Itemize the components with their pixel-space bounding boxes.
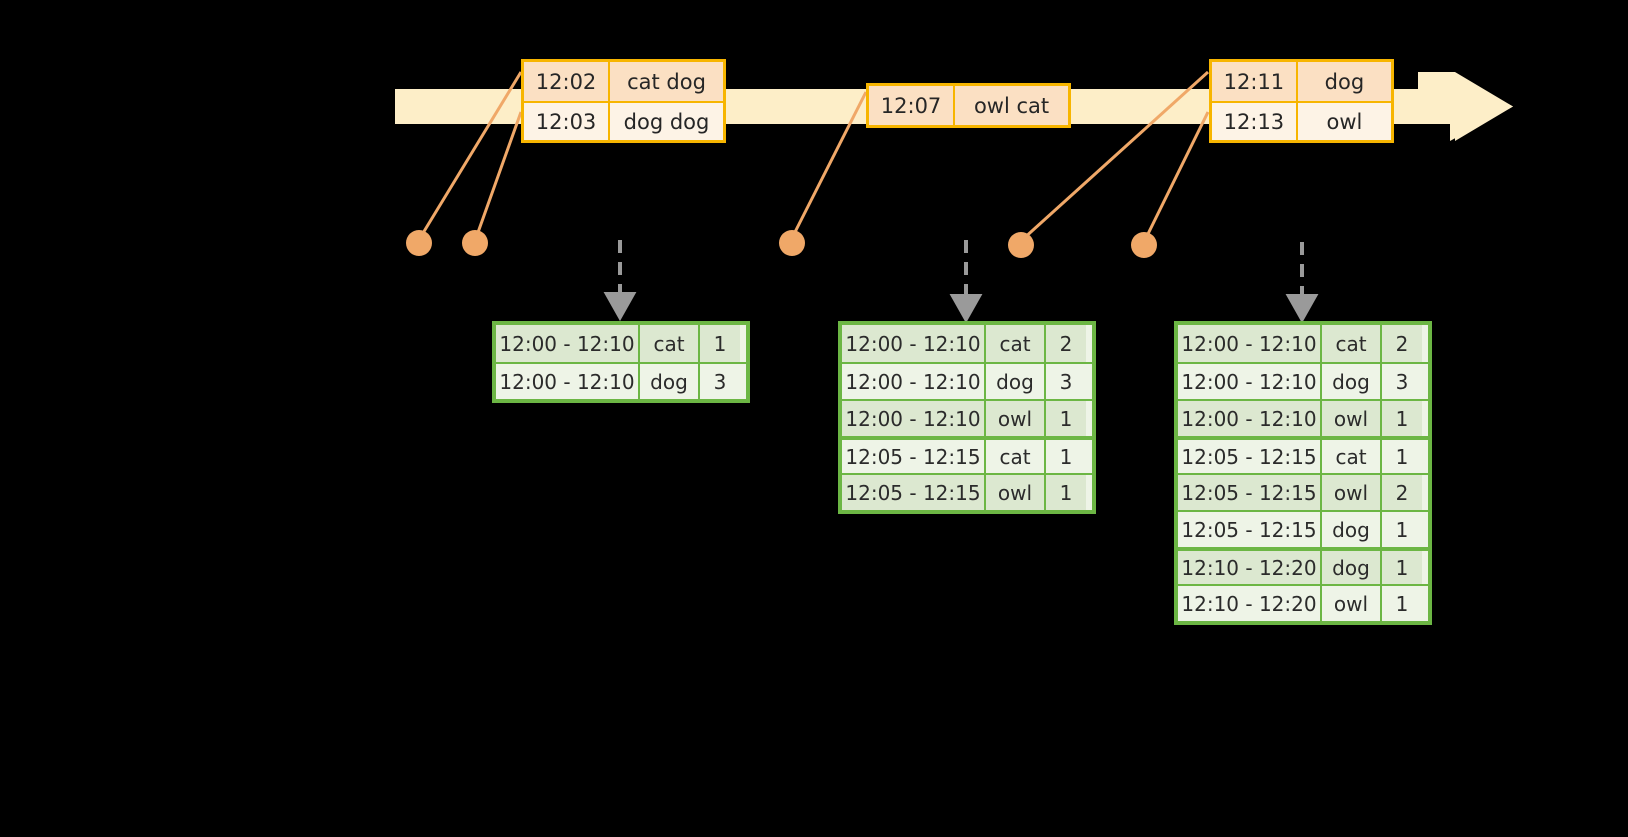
event-time: 12:13 — [1212, 103, 1298, 140]
cell-count: 1 — [1046, 401, 1086, 436]
event-connector-dots — [406, 230, 1157, 258]
table-row[interactable]: 12:00 - 12:10 cat 2 — [1178, 325, 1428, 362]
cell-word: dog — [640, 364, 700, 399]
event-words: dog dog — [610, 103, 723, 140]
cell-count: 1 — [1382, 440, 1422, 473]
cell-count: 2 — [1382, 475, 1422, 510]
cell-count: 3 — [700, 364, 740, 399]
table-row[interactable]: 12:00 - 12:10 owl 1 — [842, 399, 1092, 436]
event-group-3[interactable]: 12:11 dog 12:13 owl — [1209, 59, 1394, 143]
emit-arrows — [603, 240, 1319, 324]
cell-window: 12:00 - 12:10 — [1178, 325, 1322, 362]
cell-count: 3 — [1382, 364, 1422, 399]
emit-arrow-1 — [603, 240, 637, 322]
cell-count: 1 — [1382, 401, 1422, 436]
cell-word: dog — [1322, 364, 1382, 399]
event-time: 12:07 — [869, 86, 956, 125]
table-row[interactable]: 12:00 - 12:10 dog 3 — [842, 362, 1092, 399]
event-row[interactable]: 12:07 owl cat — [869, 86, 1068, 125]
cell-window: 12:05 - 12:15 — [842, 475, 986, 510]
table-row[interactable]: 12:00 - 12:10 cat 2 — [842, 325, 1092, 362]
cell-word: owl — [1322, 401, 1382, 436]
event-row[interactable]: 12:02 cat dog — [524, 62, 723, 101]
emit-arrow-3 — [1285, 242, 1319, 324]
connector-dot-2 — [462, 230, 488, 256]
cell-count: 2 — [1046, 325, 1086, 362]
cell-word: cat — [1322, 325, 1382, 362]
event-time: 12:11 — [1212, 62, 1298, 101]
cell-word: owl — [1322, 475, 1382, 510]
table-row[interactable]: 12:05 - 12:15 cat 1 — [1178, 436, 1428, 473]
cell-count: 1 — [700, 325, 740, 362]
event-words: owl cat — [955, 86, 1068, 125]
emit-arrow-2 — [949, 240, 983, 324]
table-row[interactable]: 12:00 - 12:10 dog 3 — [1178, 362, 1428, 399]
event-group-1[interactable]: 12:02 cat dog 12:03 dog dog — [521, 59, 726, 143]
cell-word: cat — [640, 325, 700, 362]
cell-count: 3 — [1046, 364, 1086, 399]
cell-word: owl — [986, 475, 1046, 510]
cell-window: 12:10 - 12:20 — [1178, 551, 1322, 584]
connector-dot-1 — [406, 230, 432, 256]
cell-window: 12:05 - 12:15 — [1178, 512, 1322, 547]
event-time: 12:02 — [524, 62, 611, 101]
cell-window: 12:00 - 12:10 — [842, 325, 986, 362]
cell-word: cat — [1322, 440, 1382, 473]
cell-word: dog — [1322, 551, 1382, 584]
table-row[interactable]: 12:05 - 12:15 cat 1 — [842, 436, 1092, 473]
table-row[interactable]: 12:00 - 12:10 dog 3 — [496, 362, 746, 399]
cell-count: 1 — [1382, 586, 1422, 621]
table-row[interactable]: 12:00 - 12:10 cat 1 — [496, 325, 746, 362]
cell-window: 12:00 - 12:10 — [1178, 401, 1322, 436]
cell-window: 12:05 - 12:15 — [1178, 440, 1322, 473]
cell-window: 12:00 - 12:10 — [496, 364, 640, 399]
cell-count: 1 — [1046, 440, 1086, 473]
cell-window: 12:05 - 12:15 — [1178, 475, 1322, 510]
event-row[interactable]: 12:13 owl — [1212, 101, 1391, 140]
cell-count: 1 — [1046, 475, 1086, 510]
result-table-3[interactable]: 12:00 - 12:10 cat 2 12:00 - 12:10 dog 3 … — [1174, 321, 1432, 625]
event-row[interactable]: 12:03 dog dog — [524, 101, 723, 140]
cell-window: 12:00 - 12:10 — [842, 364, 986, 399]
cell-window: 12:10 - 12:20 — [1178, 586, 1322, 621]
cell-word: cat — [986, 440, 1046, 473]
cell-count: 1 — [1382, 512, 1422, 547]
table-row[interactable]: 12:05 - 12:15 dog 1 — [1178, 510, 1428, 547]
table-row[interactable]: 12:00 - 12:10 owl 1 — [1178, 399, 1428, 436]
event-words: owl — [1297, 103, 1391, 140]
cell-word: owl — [986, 401, 1046, 436]
table-row[interactable]: 12:05 - 12:15 owl 2 — [1178, 473, 1428, 510]
cell-word: dog — [986, 364, 1046, 399]
table-row[interactable]: 12:05 - 12:15 owl 1 — [842, 473, 1092, 510]
cell-word: dog — [1322, 512, 1382, 547]
table-row[interactable]: 12:10 - 12:20 owl 1 — [1178, 584, 1428, 621]
connector-dot-4 — [1008, 232, 1034, 258]
event-row[interactable]: 12:11 dog — [1212, 62, 1391, 101]
connector-dot-3 — [779, 230, 805, 256]
event-group-2[interactable]: 12:07 owl cat — [866, 83, 1071, 128]
table-row[interactable]: 12:10 - 12:20 dog 1 — [1178, 547, 1428, 584]
result-table-1[interactable]: 12:00 - 12:10 cat 1 12:00 - 12:10 dog 3 — [492, 321, 750, 403]
cell-window: 12:00 - 12:10 — [1178, 364, 1322, 399]
cell-word: owl — [1322, 586, 1382, 621]
event-words: dog — [1297, 62, 1391, 101]
event-time: 12:03 — [524, 103, 611, 140]
cell-count: 2 — [1382, 325, 1422, 362]
cell-count: 1 — [1382, 551, 1422, 584]
connector-dot-5 — [1131, 232, 1157, 258]
event-words: cat dog — [610, 62, 723, 101]
cell-window: 12:05 - 12:15 — [842, 440, 986, 473]
cell-word: cat — [986, 325, 1046, 362]
cell-window: 12:00 - 12:10 — [842, 401, 986, 436]
cell-window: 12:00 - 12:10 — [496, 325, 640, 362]
result-table-2[interactable]: 12:00 - 12:10 cat 2 12:00 - 12:10 dog 3 … — [838, 321, 1096, 514]
